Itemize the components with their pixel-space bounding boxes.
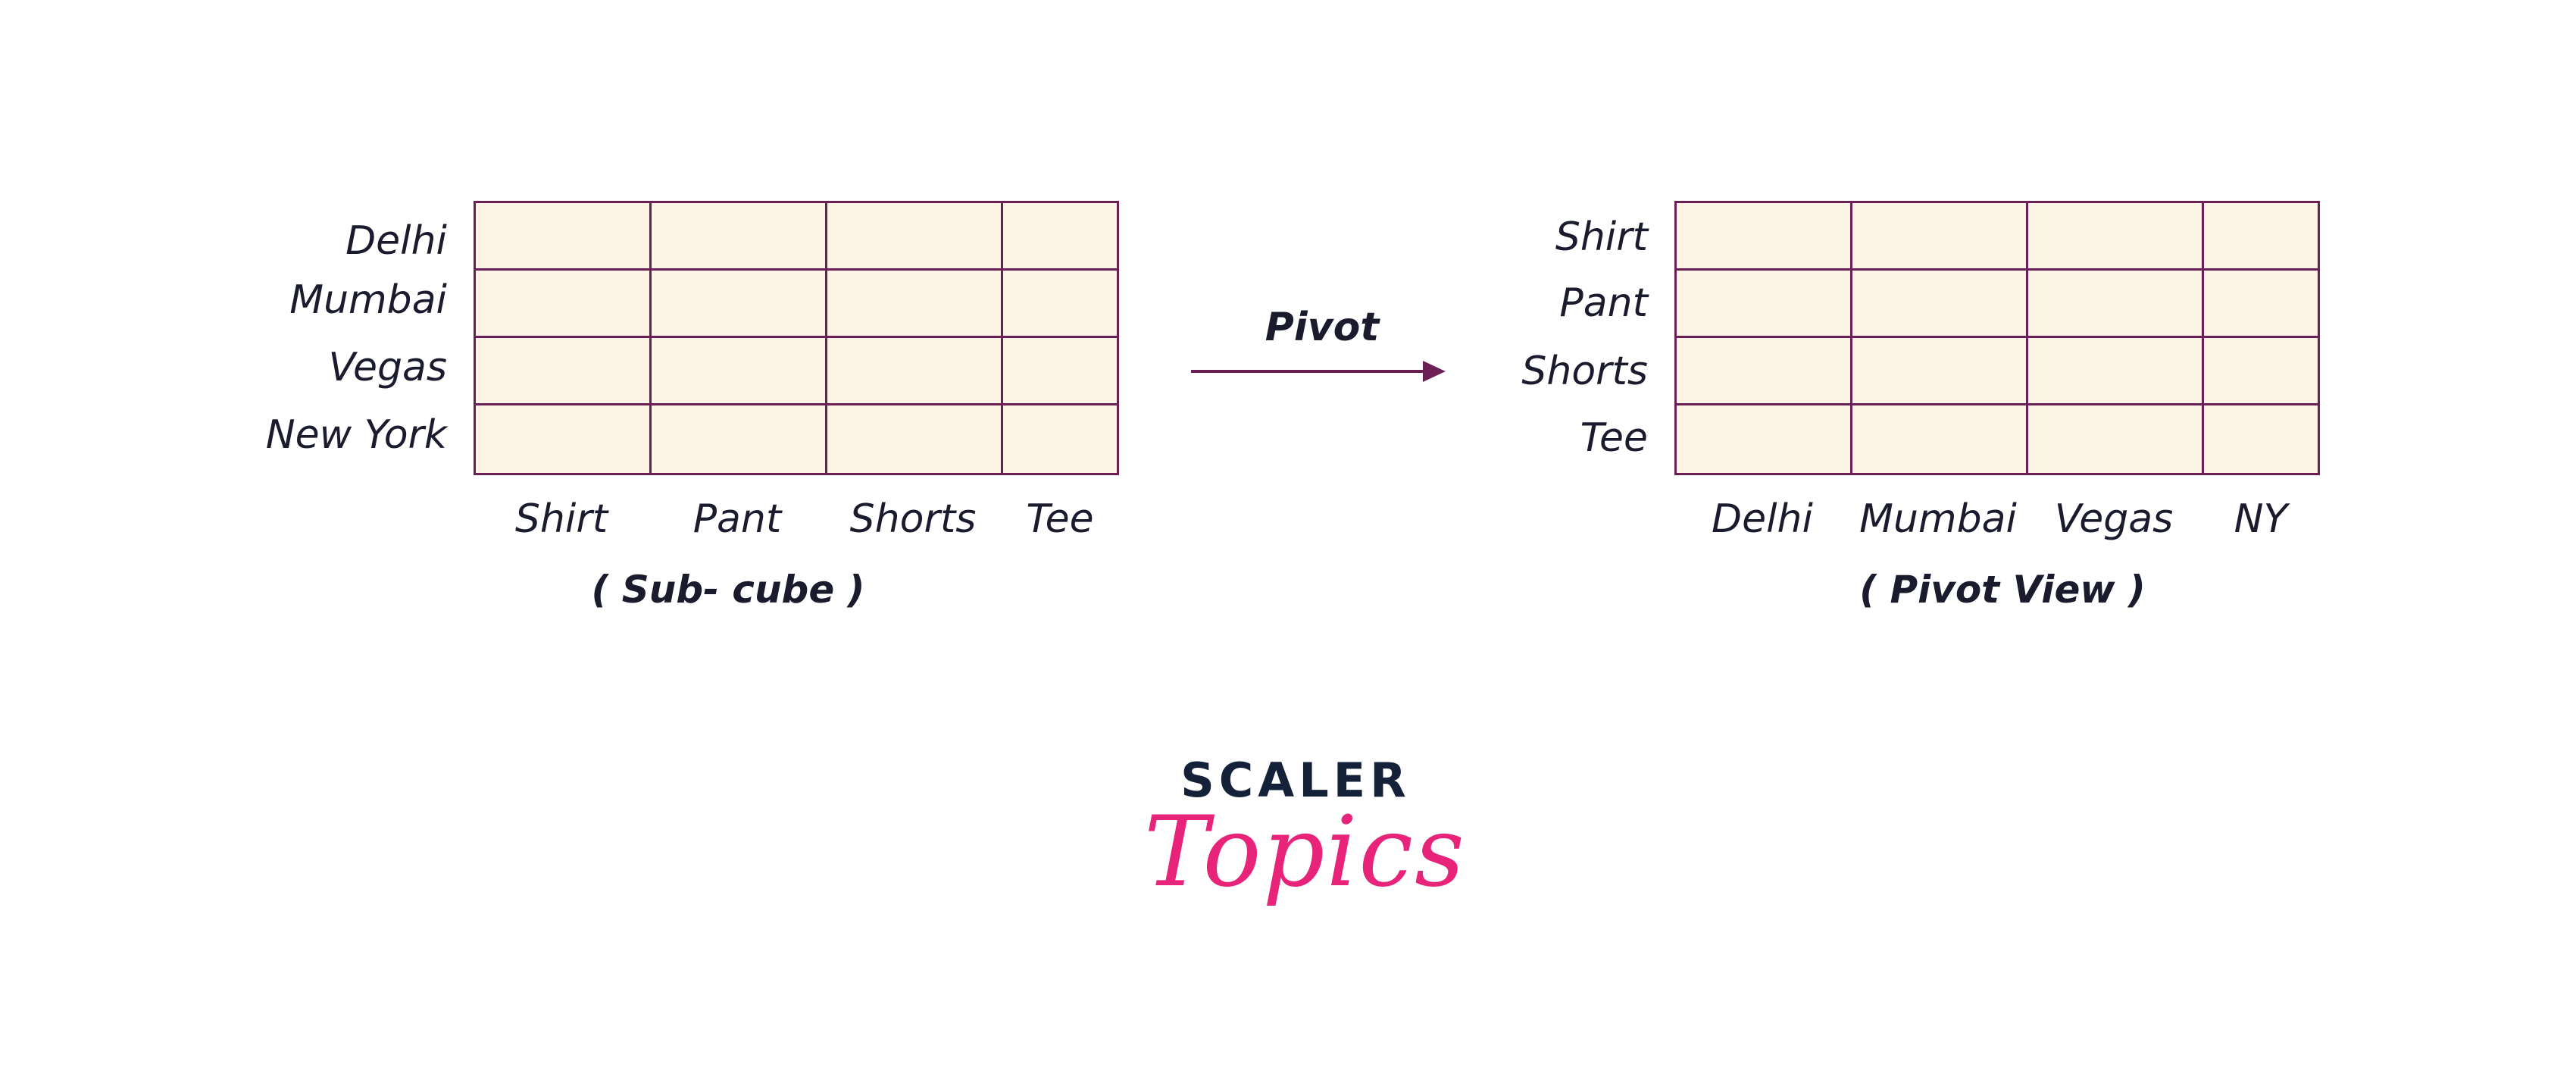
sub-cube-grid [474, 201, 1119, 475]
grid-cell [476, 271, 652, 338]
right-row-label-tee: Tee [1580, 415, 1648, 461]
left-row-label-mumbai: Mumbai [289, 277, 447, 323]
grid-cell [1852, 405, 2028, 473]
grid-cell [2204, 271, 2318, 338]
pivot-label: Pivot [1265, 305, 1380, 350]
grid-cell [1677, 271, 1852, 338]
right-row-label-shirt: Shirt [1555, 214, 1648, 260]
grid-cell [652, 338, 827, 405]
grid-cell [1003, 271, 1117, 338]
grid-cell [2204, 338, 2318, 405]
left-col-label-shirt: Shirt [514, 496, 608, 542]
grid-cell [1852, 271, 2028, 338]
grid-cell [1677, 405, 1852, 473]
grid-cell [1852, 203, 2028, 271]
grid-cell [476, 405, 652, 473]
grid-cell [652, 405, 827, 473]
right-col-label-vegas: Vegas [2054, 496, 2174, 542]
grid-cell [1003, 405, 1117, 473]
grid-cell [2028, 338, 2204, 405]
grid-cell [652, 203, 827, 271]
right-col-label-ny: NY [2234, 496, 2288, 542]
grid-cell [1003, 203, 1117, 271]
grid-cell [1677, 338, 1852, 405]
logo-scaler-text: SCALER [1180, 753, 1411, 808]
grid-cell [2204, 203, 2318, 271]
grid-cell [2028, 271, 2204, 338]
grid-cell [827, 405, 1003, 473]
left-row-label-vegas: Vegas [328, 345, 447, 390]
right-row-label-pant: Pant [1559, 280, 1648, 326]
grid-cell [476, 338, 652, 405]
grid-cell [2204, 405, 2318, 473]
grid-cell [2028, 405, 2204, 473]
left-row-label-new-york: New York [265, 412, 447, 458]
grid-cell [652, 271, 827, 338]
pivot-view-grid [1674, 201, 2320, 475]
grid-cell [827, 203, 1003, 271]
left-row-label-delhi: Delhi [345, 218, 447, 264]
grid-cell [476, 203, 652, 271]
pivot-arrow [1191, 361, 1446, 382]
sub-cube-caption: ( Sub- cube ) [591, 568, 865, 612]
grid-cell [1852, 338, 2028, 405]
logo-topics-text: Topics [1144, 796, 1466, 909]
grid-cell [1677, 203, 1852, 271]
left-col-label-tee: Tee [1026, 496, 1094, 542]
left-col-label-shorts: Shorts [849, 496, 977, 542]
grid-cell [827, 338, 1003, 405]
right-row-label-shorts: Shorts [1521, 349, 1648, 394]
grid-cell [827, 271, 1003, 338]
pivot-view-caption: ( Pivot View ) [1859, 568, 2146, 612]
right-col-label-delhi: Delhi [1712, 496, 1813, 542]
grid-cell [1003, 338, 1117, 405]
left-col-label-pant: Pant [692, 496, 782, 542]
grid-cell [2028, 203, 2204, 271]
right-col-label-mumbai: Mumbai [1859, 496, 2017, 542]
